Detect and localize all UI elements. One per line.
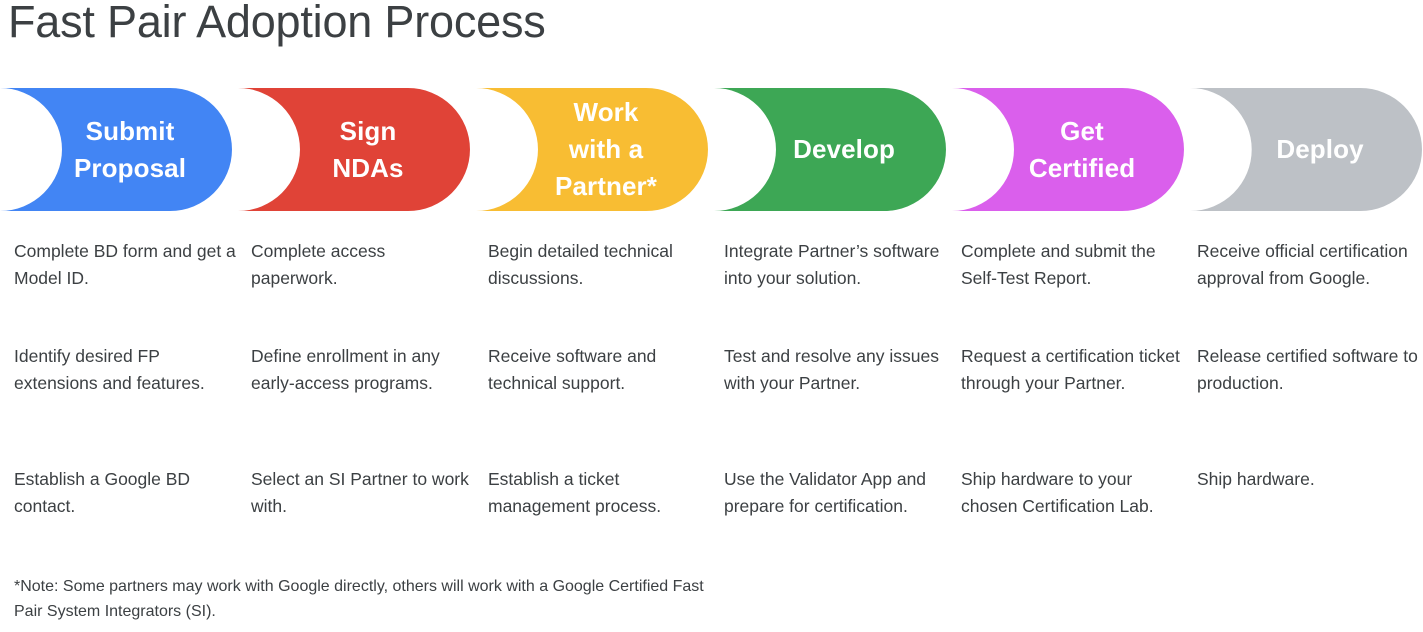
process-stage-deploy[interactable]: Deploy (1190, 88, 1422, 211)
chevron-shape-icon (238, 88, 470, 211)
detail-item: Begin detailed technical discussions. (488, 241, 673, 288)
stage-label-submit-proposal: Submit Proposal (73, 115, 187, 183)
process-stage-submit-proposal[interactable]: Submit Proposal (0, 88, 232, 211)
stage-label-sign-ndas: Sign NDAs (332, 115, 404, 183)
chevron-path (714, 88, 946, 211)
detail-item: Integrate Partner’s software into your s… (724, 241, 940, 288)
stage-label-deploy: Deploy (1276, 134, 1364, 165)
detail-item: Use the Validator App and prepare for ce… (724, 469, 927, 516)
stage-label-work-with-a-partner: Work with a Partner* (555, 97, 657, 201)
stage-label-develop: Develop (793, 134, 895, 165)
chevron-shape-icon (714, 88, 946, 211)
detail-item: Request a certification ticket through y… (961, 346, 1180, 393)
detail-item: Test and resolve any issues with your Pa… (724, 346, 939, 393)
detail-item: Complete BD form and get a Model ID. (14, 241, 236, 288)
chevron-shape-icon (0, 88, 232, 211)
detail-item: Identify desired FP extensions and featu… (14, 346, 205, 393)
chevron-path (1190, 88, 1422, 211)
detail-item: Establish a ticket management process. (488, 469, 662, 516)
detail-item: Ship hardware. (1197, 469, 1315, 489)
chevron-shape-icon (1190, 88, 1422, 211)
process-stage-work-with-a-partner[interactable]: Work with a Partner* (476, 88, 708, 211)
detail-item: Define enrollment in any early-access pr… (251, 346, 440, 393)
chevron-shape-icon (476, 88, 708, 211)
process-stage-sign-ndas[interactable]: Sign NDAs (238, 88, 470, 211)
chevron-shape-icon (952, 88, 1184, 211)
chevron-path (238, 88, 470, 211)
detail-item: Receive official certification approval … (1197, 241, 1408, 288)
stage-label-get-certified: Get Certified (1028, 115, 1136, 183)
detail-item: Complete and submit the Self-Test Report… (961, 241, 1156, 288)
detail-item: Complete access paperwork. (251, 241, 386, 288)
detail-item: Release certified software to production… (1197, 346, 1418, 393)
detail-item: Receive software and technical support. (488, 346, 657, 393)
detail-item: Establish a Google BD contact. (14, 469, 191, 516)
detail-item: Ship hardware to your chosen Certificati… (961, 469, 1154, 516)
process-stage-get-certified[interactable]: Get Certified (952, 88, 1184, 211)
chevron-path (952, 88, 1184, 211)
chevron-path (476, 88, 708, 211)
detail-columns: Complete BD form and get a Model ID. Ide… (0, 238, 1423, 558)
detail-item: Select an SI Partner to work with. (251, 469, 469, 516)
process-stage-develop[interactable]: Develop (714, 88, 946, 211)
chevron-path (0, 88, 232, 211)
footnote: *Note: Some partners may work with Googl… (14, 578, 704, 620)
process-band-strip: Submit Proposal Sign NDAs Work with a Pa… (0, 88, 1423, 211)
page-title: Fast Pair Adoption Process (8, 0, 546, 47)
